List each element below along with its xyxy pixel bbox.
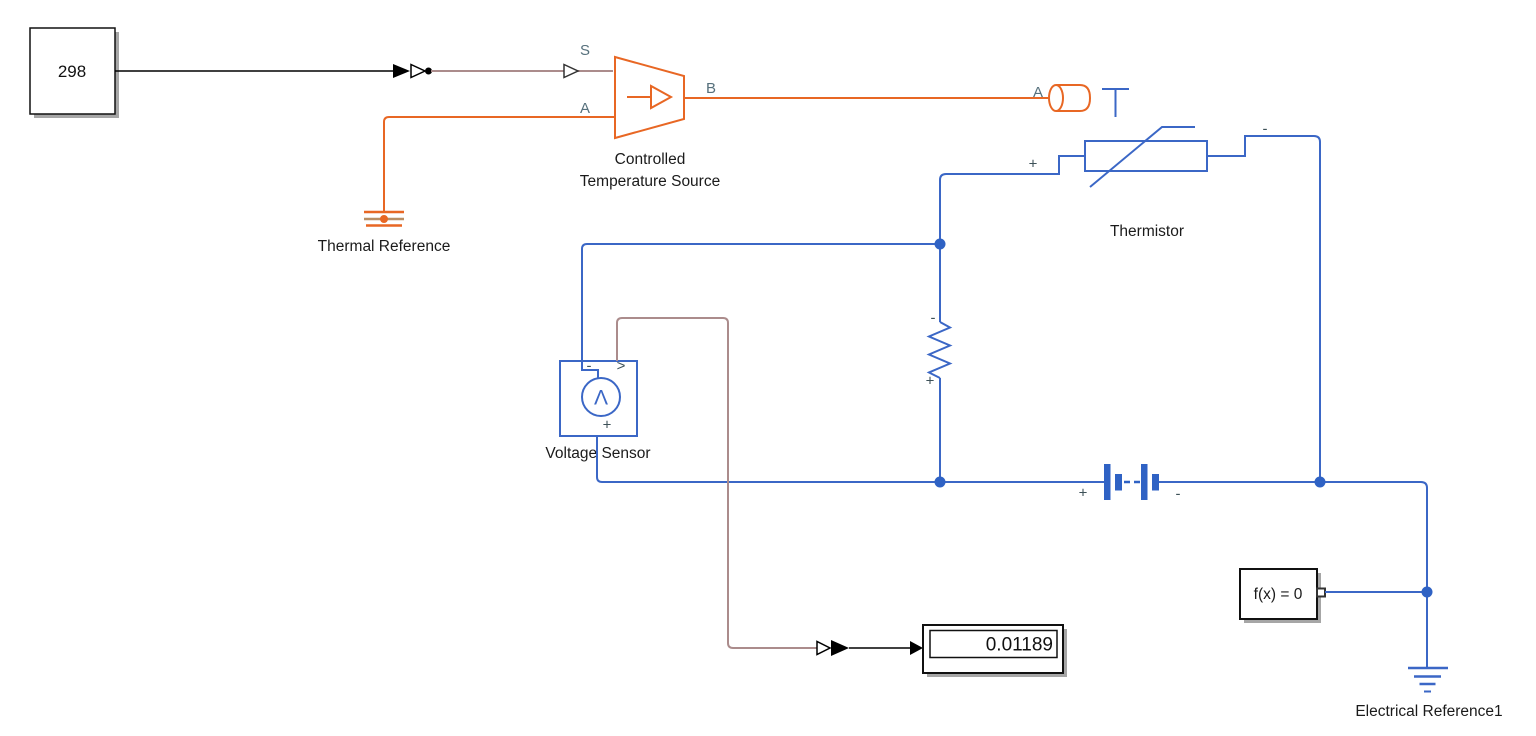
battery-minus-label: -	[1176, 486, 1181, 503]
controlled-temperature-source-block[interactable]: S A B Controlled Temperature Source	[580, 42, 720, 190]
thermal-wire-a[interactable]	[383, 116, 615, 212]
wire-sensor-plus[interactable]	[596, 436, 1104, 483]
thermal-cylinder-body-icon	[1056, 84, 1092, 112]
cts-name-line2[interactable]: Temperature Source	[580, 173, 720, 190]
constant-value: 298	[58, 62, 86, 81]
battery-long-plate-icon	[1104, 464, 1111, 500]
filled-arrow-icon	[831, 640, 849, 656]
solver-label: f(x) = 0	[1254, 586, 1303, 603]
thermal-reference-label[interactable]: Thermal Reference	[318, 238, 451, 255]
resistor-block[interactable]: - +	[926, 310, 953, 390]
battery-long-plate-icon	[1141, 464, 1148, 500]
ps-simulink-converter[interactable]	[816, 640, 849, 656]
simulink-ps-converter[interactable]	[393, 63, 432, 79]
cts-port-label-a: A	[580, 100, 590, 117]
ps-input-port-icon	[563, 63, 580, 79]
solver-configuration-block[interactable]: f(x) = 0	[1239, 568, 1326, 623]
thermal-t-icon	[1102, 88, 1129, 117]
filled-arrow-icon	[393, 64, 410, 78]
signal-arrowhead-icon	[910, 641, 923, 655]
sensor-inner-lead-icon	[581, 361, 599, 378]
wire-thermistor-left[interactable]	[939, 155, 1085, 322]
sensor-ps-port-glyph: >	[617, 358, 626, 375]
battery-short-plate-icon	[1115, 474, 1122, 491]
display-value: 0.01189	[986, 635, 1053, 656]
thermal-reference-block[interactable]: Thermal Reference	[318, 210, 451, 255]
solver-port-icon	[1316, 587, 1326, 598]
voltage-sensor-circle-icon	[581, 377, 621, 417]
thermistor-thermal-port[interactable]: A	[1033, 84, 1129, 117]
sensor-plus-label: +	[603, 417, 612, 434]
cts-port-label-s: S	[580, 42, 590, 59]
resistor-plus-label: +	[926, 373, 935, 390]
thermistor-plus-label: +	[1029, 156, 1038, 173]
junction-dot	[1314, 476, 1326, 488]
battery-plus-label: +	[1079, 485, 1088, 502]
constant-block[interactable]: 298	[29, 27, 119, 118]
electrical-ground-icon	[1408, 666, 1448, 693]
thermistor-block[interactable]: + - Thermistor	[1029, 121, 1268, 241]
wire-battery-right[interactable]	[1159, 481, 1428, 668]
voltage-sensor-meter-glyph: Λ	[594, 387, 608, 410]
thermistor-diagonal-icon	[1089, 126, 1195, 188]
sensor-minus-label: -	[587, 358, 592, 375]
thermal-port-label-a: A	[1033, 84, 1043, 101]
thermistor-minus-label: -	[1263, 121, 1268, 138]
constant-body[interactable]	[29, 27, 116, 115]
open-arrow-icon	[816, 640, 832, 656]
wire-sensor-minus[interactable]	[581, 243, 940, 361]
cts-port-label-b: B	[706, 80, 716, 97]
node-dot-icon	[425, 67, 432, 75]
cts-name-line1[interactable]: Controlled	[615, 151, 686, 168]
electrical-reference-block[interactable]: Electrical Reference1	[1355, 666, 1503, 720]
wire-thermistor-right[interactable]	[1207, 135, 1321, 482]
thermal-ground-icon	[364, 210, 404, 227]
thermal-cylinder-cap-icon	[1048, 84, 1064, 112]
thermistor-body[interactable]	[1084, 140, 1208, 172]
display-block[interactable]: 0.01189	[922, 624, 1067, 677]
display-value-box	[929, 629, 1058, 659]
junction-dot	[1421, 586, 1433, 598]
resistor-minus-label: -	[931, 310, 936, 327]
junction-dot	[934, 238, 946, 250]
resistor-zigzag-icon	[926, 321, 953, 379]
junction-dot	[934, 476, 946, 488]
dc-voltage-source-block[interactable]: + -	[1079, 464, 1181, 503]
battery-short-plate-icon	[1152, 474, 1159, 491]
voltage-sensor-block[interactable]: Λ - > + Voltage Sensor	[545, 358, 650, 463]
thermistor-label[interactable]: Thermistor	[1110, 223, 1184, 240]
cts-arrow-head-icon	[650, 84, 674, 110]
open-arrow-icon	[410, 63, 427, 79]
electrical-reference-label[interactable]: Electrical Reference1	[1355, 703, 1502, 720]
ps-wire-sensor-output[interactable]	[616, 317, 817, 649]
solver-body[interactable]	[1239, 568, 1318, 620]
